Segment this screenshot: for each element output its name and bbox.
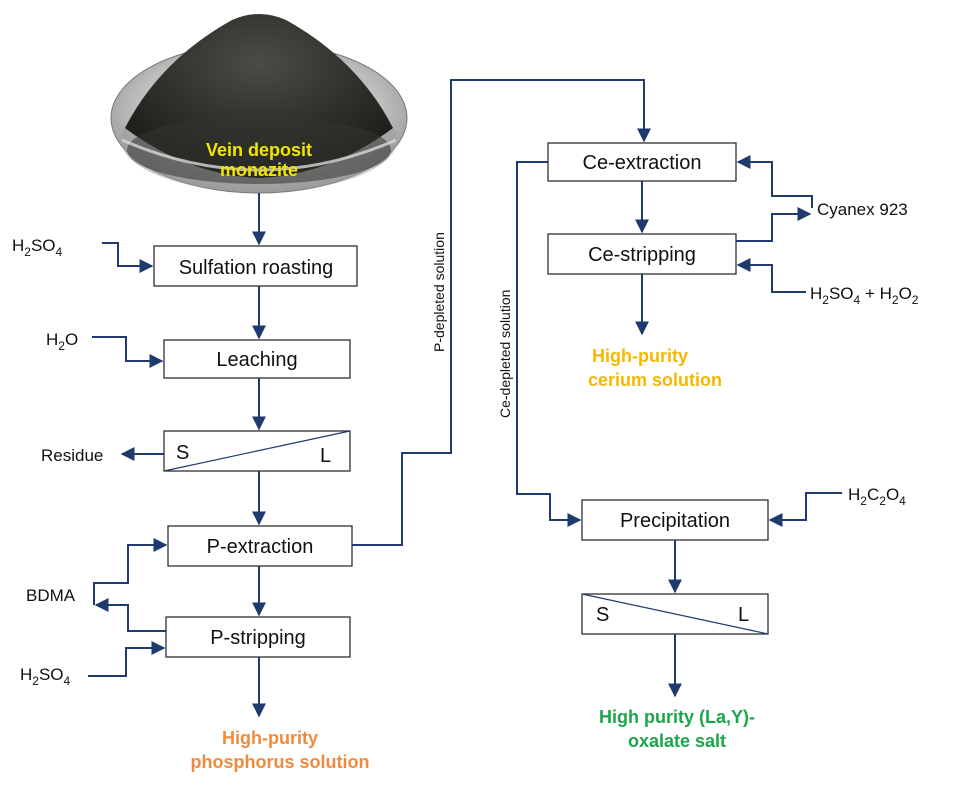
p-extraction-label: P-extraction [207, 536, 314, 558]
monazite-sample-image: Vein deposit monazite [110, 14, 408, 194]
p-depleted-solution-label: P-depleted solution [431, 232, 447, 352]
p-stripping-label: P-stripping [210, 627, 306, 649]
residue-label: Residue [41, 446, 103, 465]
arrow-h2so4-to-p-stripping [88, 641, 166, 677]
arrow-cyanex-to-ce-extraction [736, 155, 813, 208]
cerium-product-line2: cerium solution [588, 370, 722, 390]
arrow-bdma-to-p-extraction [93, 538, 168, 605]
arrow-ce-depleted-to-precipitation [516, 161, 582, 527]
ce-depleted-solution-label: Ce-depleted solution [497, 290, 513, 418]
h2so4-label-roasting: H2SO4 [12, 236, 63, 259]
separator-1-solid-label: S [176, 442, 189, 464]
arrow-p-depleted-to-ce-extraction [352, 79, 651, 546]
arrow-h2so4-to-roasting [102, 242, 154, 273]
h2so4-label-stripping: H2SO4 [20, 665, 71, 688]
precipitation-box [581, 499, 769, 541]
sulfation-roasting-box [153, 245, 358, 287]
arrow-h2o-to-leaching [92, 336, 164, 368]
separator-1-liquid-label: L [320, 445, 331, 467]
h2o-label: H2O [46, 330, 78, 353]
separator-2-liquid-label: L [738, 604, 749, 626]
separator-diagonal-1 [163, 430, 351, 472]
phosphorus-product-line2: phosphorus solution [191, 752, 370, 772]
arrow-ce-stripping-to-cyanex [736, 207, 812, 242]
bdma-label: BDMA [26, 586, 76, 605]
ce-stripping-box [547, 233, 737, 275]
arrow-p-stripping-to-bdma [94, 598, 166, 632]
arrow-oxalic-acid-to-precipitation [768, 492, 842, 527]
sample-label-line1: Vein deposit [206, 140, 312, 160]
precipitation-label: Precipitation [620, 510, 730, 532]
h2so4-h2o2-label: H2SO4 + H2O2 [810, 284, 919, 307]
ce-extraction-label: Ce-extraction [583, 152, 702, 174]
phosphorus-product-line1: High-purity [222, 728, 318, 748]
sulfation-roasting-label: Sulfation roasting [179, 257, 334, 279]
oxalate-product-line2: oxalate salt [628, 731, 726, 751]
cyanex-923-label: Cyanex 923 [817, 200, 908, 219]
cerium-product-line1: High-purity [592, 346, 688, 366]
sample-label-line2: monazite [220, 160, 298, 180]
ce-extraction-box [547, 142, 737, 182]
separator-diagonal-2 [581, 593, 769, 635]
separator-2-solid-label: S [596, 604, 609, 626]
ce-stripping-label: Ce-stripping [588, 244, 696, 266]
oxalate-product-line1: High purity (La,Y)- [599, 707, 755, 727]
leaching-label: Leaching [216, 349, 297, 371]
oxalic-acid-label: H2C2O4 [848, 485, 906, 508]
leaching-box [163, 339, 351, 379]
arrow-h2so4-h2o2-to-ce-stripping [736, 258, 806, 293]
